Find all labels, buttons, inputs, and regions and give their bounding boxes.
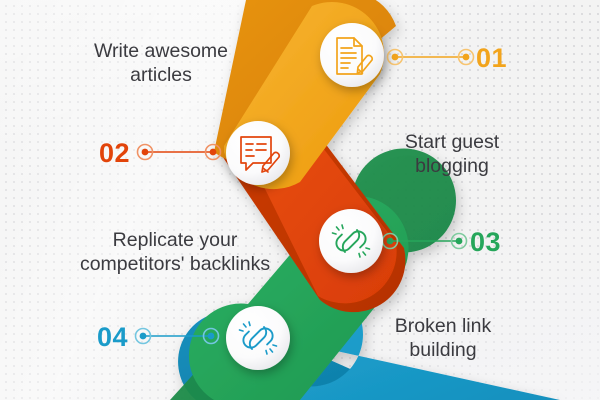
- step-label-02-line1: Write awesome: [94, 40, 228, 62]
- step-badge-02[interactable]: [226, 121, 290, 185]
- step-number-02: 02: [99, 138, 130, 168]
- connector-line-03: [381, 232, 468, 250]
- step-label-02: Write awesome articles: [94, 40, 228, 86]
- step-number-03: 03: [470, 227, 501, 257]
- step-badge-01[interactable]: [320, 23, 384, 87]
- connector-line-04: [134, 327, 220, 345]
- broken-chain-link-icon: [331, 224, 371, 258]
- blog-post-pencil-icon: [240, 136, 281, 173]
- step-label-01: Start guest blogging: [405, 131, 500, 177]
- step-label-02-line2: articles: [130, 64, 192, 86]
- step-label-01-line1: Start guest: [405, 131, 500, 153]
- step-number-04: 04: [97, 322, 128, 352]
- step-label-03-line1: Broken link: [395, 315, 492, 337]
- step-label-04: Replicate your competitors' backlinks: [80, 229, 270, 275]
- step-number-01: 01: [476, 43, 507, 73]
- step-label-03: Broken link building: [395, 315, 492, 361]
- step-badge-04[interactable]: [226, 306, 290, 370]
- step-badge-03[interactable]: [319, 209, 383, 273]
- step-label-04-line1: Replicate your: [113, 229, 238, 251]
- broken-chain-link-diagonal-icon: [238, 321, 278, 355]
- document-pencil-icon: [336, 37, 374, 75]
- connector-line-02: [136, 143, 222, 161]
- step-label-01-line2: blogging: [415, 155, 489, 177]
- connector-line-01: [386, 48, 475, 66]
- step-label-04-line2: competitors' backlinks: [80, 253, 270, 275]
- step-label-03-line2: building: [409, 339, 476, 361]
